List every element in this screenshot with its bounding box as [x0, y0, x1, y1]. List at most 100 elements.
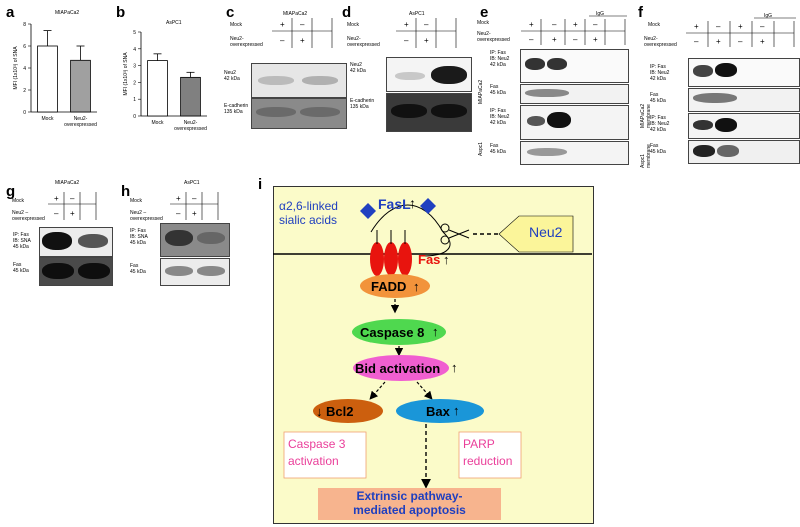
panel-h-blot-2 [160, 258, 230, 286]
category-label: Mock [42, 116, 54, 122]
pathway-diagram [273, 198, 592, 520]
bid-up-arrow: ↑ [451, 360, 458, 375]
panel-h-signs: +– –+ [170, 192, 219, 220]
svg-text:+: + [593, 35, 598, 44]
apoptosis-label: Extrinsic pathway- mediated apoptosis [353, 489, 466, 517]
panel-label-d: d [342, 4, 352, 21]
panel-e-row2: Fas 45 kDa [490, 84, 506, 96]
svg-text:+: + [54, 194, 59, 203]
panel-g-mock: Mock [12, 198, 24, 204]
panel-f-row2: Fas 45 kDa [650, 92, 666, 104]
svg-text:+: + [404, 20, 409, 29]
panel-c-title: MIAPaCa2 [283, 11, 308, 17]
panel-f-blot-3 [688, 113, 800, 139]
panel-d-row1: Neu2 42 kDa [350, 62, 366, 74]
panel-e-signs: +– +– –+ –+ [521, 15, 627, 45]
bcl2-down-arrow: ↓ [316, 404, 323, 419]
panel-f-blot-4 [688, 140, 800, 164]
panel-c-mock: Mock [230, 22, 242, 28]
panel-label-c: c [226, 4, 235, 21]
panel-h-mock: Mock [130, 198, 142, 204]
svg-text:+: + [300, 36, 305, 45]
panel-e-row4: Fas 45 kDa [490, 143, 506, 155]
panel-d-signs: +– –+ [396, 18, 457, 48]
panel-g-blot-2 [39, 257, 113, 286]
panel-f-side2: Aspc1 membrane [640, 144, 652, 168]
panel-g-neu: Neu2 – overexpressed [12, 210, 45, 222]
panel-e-side1: MIAPaCa2 [478, 79, 484, 104]
panel-d-title: AsPC1 [409, 11, 425, 17]
fadd-label: FADD [371, 279, 407, 294]
panel-g-title: MIAPaCa2 [55, 180, 80, 186]
panel-g-row1: IP: Fas IB: SNA 45 kDa [13, 232, 31, 250]
panel-f-side1: MIAPaCa2 membrane [640, 103, 652, 128]
panel-c-blot-neu2 [251, 63, 347, 98]
panel-d-blot-ecad [386, 93, 472, 132]
svg-text:–: – [738, 37, 743, 46]
svg-text:+: + [573, 20, 578, 29]
fas-label: Fas [418, 252, 441, 267]
category-label: Mock [152, 120, 164, 126]
y-tick-label: 5 [133, 30, 136, 36]
panel-label-a: a [6, 4, 15, 21]
panel-label-f: f [638, 4, 643, 21]
svg-text:–: – [529, 35, 534, 44]
panel-e-side2: Aspc1 [478, 142, 484, 156]
panel-label-b: b [116, 4, 126, 21]
bar [70, 59, 91, 113]
panel-c-signs: +– –+ [272, 18, 333, 48]
panel-b-title: AsPC1 [166, 20, 182, 26]
bax-label: Bax [426, 404, 450, 419]
y-axis-label: MFI (1x10³) of SNA [13, 46, 19, 90]
casp8-up-arrow: ↑ [432, 324, 439, 339]
panel-f-blot-1 [688, 58, 800, 87]
svg-text:–: – [552, 20, 557, 29]
svg-text:–: – [404, 36, 409, 45]
casp3-label: Caspase 3 activation [288, 437, 346, 468]
panel-e-neu: Neu2- overexpressed [477, 31, 510, 43]
svg-text:–: – [54, 209, 59, 218]
bax-up-arrow: ↑ [453, 403, 460, 418]
panel-f-row1: IP: Fas IB: Neu2 42 kDa [650, 64, 670, 82]
y-tick-label: 1 [133, 97, 136, 103]
panel-e-row3: IP: Fas IB: Neu2 42 kDa [490, 108, 510, 126]
category-label: Neu2-overexpressed [64, 116, 97, 128]
panel-label-e: e [480, 4, 489, 21]
svg-text:–: – [192, 194, 197, 203]
panel-label-h: h [121, 183, 131, 200]
panel-label-i: i [258, 176, 263, 193]
svg-text:–: – [176, 209, 181, 218]
panel-e-row1: IP: Fas IB: Neu2 42 kDa [490, 50, 510, 68]
y-tick-label: 4 [133, 47, 136, 53]
svg-text:+: + [280, 20, 285, 29]
panel-h-neu: Neu2 – overexpressed [130, 210, 163, 222]
y-tick-label: 3 [133, 64, 136, 70]
panel-f-signs: +– +– –+ –+ [686, 17, 796, 47]
bar [147, 60, 168, 117]
fasl-up-arrow: ↑ [409, 195, 416, 211]
panel-d-row2: E-cadherin 135 kDa [350, 98, 375, 110]
neu2-label: Neu2 [529, 224, 563, 240]
bid-label: Bid activation [355, 361, 441, 376]
svg-text:–: – [280, 36, 285, 45]
svg-text:+: + [192, 209, 197, 218]
panel-c-neu: Neu2- overexpressed [230, 36, 263, 48]
svg-text:–: – [593, 20, 598, 29]
panel-h-title: AsPC1 [184, 180, 200, 186]
svg-text:–: – [694, 37, 699, 46]
svg-text:–: – [70, 194, 75, 203]
fasl-label: FasL [378, 196, 411, 212]
panel-e-mock: Mock [477, 20, 489, 26]
panel-c-row1: Neu2 42 kDa [224, 70, 240, 82]
svg-text:+: + [529, 20, 534, 29]
casp8-label: Caspase 8 [360, 325, 425, 340]
bar [37, 45, 58, 113]
panel-e-blot-4 [520, 141, 629, 165]
panel-g-blot-1 [39, 227, 113, 257]
category-label: Neu2-overexpressed [174, 120, 207, 132]
bar [180, 76, 201, 117]
panel-f-row3: IP: Fas IB: Neu2 42 kDa [650, 115, 670, 133]
panel-f-blot-2 [688, 88, 800, 112]
panel-f-neu: Neu2- overexpressed [644, 36, 677, 48]
